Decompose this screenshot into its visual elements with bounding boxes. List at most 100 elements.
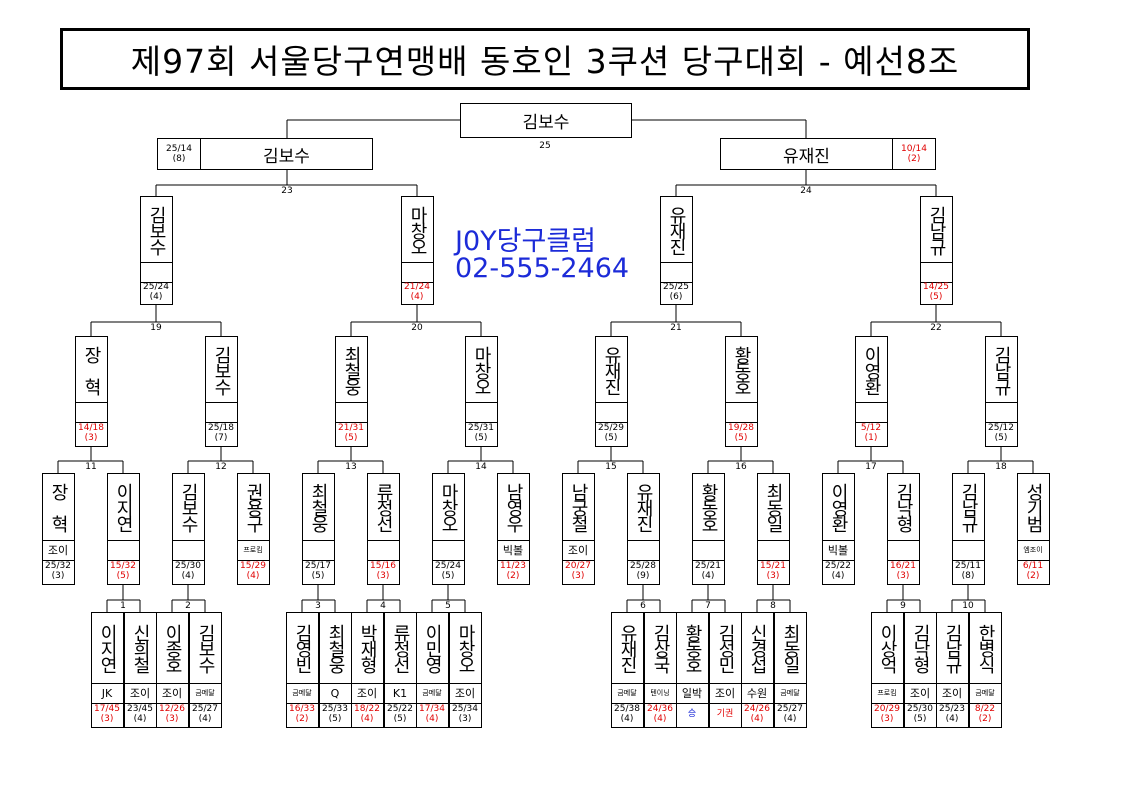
player-club [985,402,1017,423]
player-name-cell: 유재진 [611,613,643,684]
player-name: 이지연 [113,483,134,531]
match-number: 13 [345,462,357,472]
score-line: (2) [295,714,309,724]
score-line: (3) [896,571,910,581]
score-line: (4) [750,714,764,724]
player-name-cell: 김보수 [189,613,221,684]
player-name: 마창오 [455,624,476,672]
player-name: 황동호 [682,624,703,672]
score-line: (4) [945,714,959,724]
player-score: 25/38(4) [612,701,643,727]
player-name-cell: 김낙형 [887,474,919,541]
player-name: 김보수 [195,624,216,672]
player-score: 25/17(5) [303,558,334,584]
player-club: 금메달 [611,683,643,704]
player-club: 조이 [124,683,156,704]
finalist-name: 유재진 [783,146,830,167]
player-name: 이지연 [97,624,118,672]
player-name-cell: 마창오 [432,474,464,541]
score-line: (3) [376,571,390,581]
score-line: (4) [831,571,845,581]
score-line: (2) [907,154,921,164]
player-name-cell: 황동호 [725,337,757,403]
player-club: 빅볼 [822,540,854,561]
page-title: 제97회 서울당구연맹배 동호인 3쿠션 당구대회 - 예선8조 [130,42,960,81]
player-score: 24/26(4) [742,701,773,727]
score-line: 25/29 [598,423,624,433]
player-club: 금메달 [189,683,221,704]
score-line: 승 [687,709,697,719]
player-name: 유재진 [666,205,687,254]
player-club [335,402,367,423]
champion-box: 김보수 [460,103,632,138]
score-line: (4) [701,571,715,581]
player-name: 이종호 [162,624,183,672]
player-club [627,540,659,561]
score-line: (1) [864,433,878,443]
player-name: 박재형 [357,624,378,672]
player-name-cell: 신경섭 [741,613,773,684]
player-club [725,402,757,423]
player-name: 이상억 [877,624,898,672]
player-club: 조이 [936,683,968,704]
player-club: 조이 [449,683,481,704]
score-line: 25/38 [614,704,640,714]
score-line: 17/45 [94,704,120,714]
player-name: 김낙형 [910,624,931,672]
player-name-cell: 장 혁 [75,337,107,403]
match-number: 1 [120,601,126,611]
player-club [920,262,952,283]
score-line: 15/21 [760,561,786,571]
player-club: 조이 [351,683,383,704]
player-name-cell: 한병식 [969,613,1001,684]
player-name: 이영환 [828,483,849,531]
player-name-cell: 마창오 [465,337,497,403]
player-club: 프로킴 [871,683,903,704]
player-score: 25/28(9) [628,558,659,584]
player-club [401,262,433,283]
player-name-cell: 이지연 [107,474,139,541]
player-name: 김남규 [926,205,947,254]
player-score: 25/31(5) [466,420,497,446]
player-club [465,402,497,423]
match-number: 6 [640,601,646,611]
player-name: 김보수 [178,483,199,531]
player-name-cell: 성기범 [1017,474,1049,541]
player-club [205,402,237,423]
score-line: 25/14 [166,144,192,154]
score-line: (8) [961,571,975,581]
score-line: (3) [880,714,894,724]
player-club: 조이 [904,683,936,704]
score-line: 25/22 [387,704,413,714]
match-number: 17 [865,462,877,472]
player-score: 14/25(5) [921,280,952,304]
player-name-cell: 황동호 [692,474,724,541]
score-line: (5) [734,433,748,443]
score-line: (5) [929,292,943,302]
player-score: 25/27(4) [775,701,806,727]
finalist-score-left: 25/14 (8) [157,138,201,170]
player-name-cell: 김남규 [920,197,952,263]
player-name-cell: 유재진 [627,474,659,541]
player-score: 19/28(5) [726,420,757,446]
player-club: Q [319,683,351,704]
player-score: 15/21(3) [758,558,789,584]
player-name: 황동호 [731,345,752,394]
player-name-cell: 김낙형 [904,613,936,684]
player-score: 25/24(4) [141,280,172,304]
score-line: 25/18 [208,423,234,433]
player-name: 유재진 [633,483,654,531]
score-line: (4) [181,571,195,581]
score-line: 19/28 [728,423,754,433]
player-score: 12/26(3) [157,701,188,727]
score-line: (3) [458,714,472,724]
player-club [887,540,919,561]
player-name: 마창오 [471,345,492,394]
